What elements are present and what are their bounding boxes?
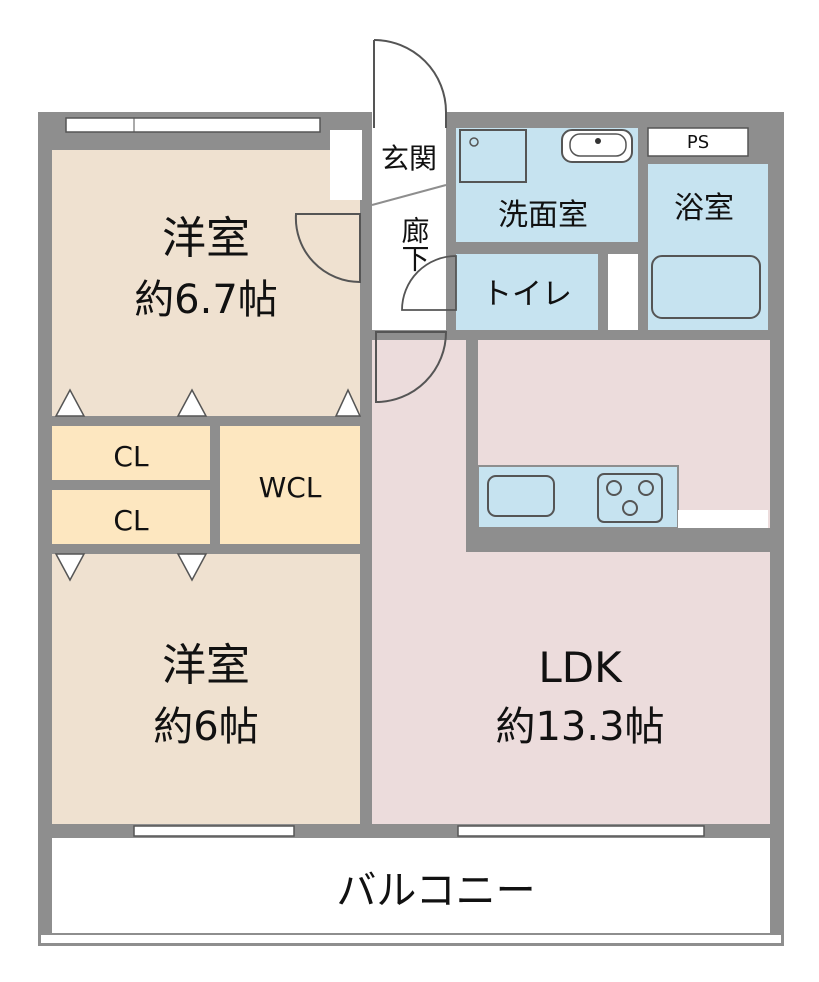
western-room-2-floor bbox=[52, 554, 360, 824]
burner-1 bbox=[606, 480, 622, 496]
window-bottom-left bbox=[133, 825, 295, 837]
walk-in-closet-floor bbox=[220, 426, 360, 544]
toilet-floor bbox=[456, 254, 598, 330]
ldk-floor bbox=[372, 340, 770, 824]
hallway-floor bbox=[372, 130, 446, 330]
western-room-2-size: 約6帖 bbox=[153, 704, 258, 750]
ps-label: PS bbox=[687, 132, 709, 153]
western-room-1-floor bbox=[52, 150, 360, 416]
kitchen-back bbox=[478, 528, 770, 552]
window-top bbox=[65, 117, 321, 133]
stove-top bbox=[597, 473, 663, 523]
door-opening bbox=[372, 40, 446, 130]
entrance-step bbox=[371, 184, 447, 206]
closet-2-label: CL bbox=[113, 504, 149, 537]
window-bottom-ldk bbox=[457, 825, 705, 837]
vanity-bowl bbox=[569, 133, 627, 157]
toilet-door-swing-icon bbox=[401, 255, 457, 311]
shoe-box bbox=[330, 130, 362, 200]
closet-2-floor bbox=[52, 490, 210, 544]
washing-machine bbox=[459, 129, 527, 183]
front-door-swing-icon bbox=[373, 39, 447, 128]
bathtub bbox=[651, 255, 761, 319]
kitchen-shelf bbox=[678, 510, 768, 528]
ldk-size: 約13.3帖 bbox=[495, 704, 664, 750]
balcony-area bbox=[52, 838, 770, 934]
western-room-1-size: 約6.7帖 bbox=[134, 277, 278, 323]
ps-box bbox=[647, 127, 749, 157]
sink-basin bbox=[487, 475, 555, 517]
balcony-label: バルコニー bbox=[336, 868, 535, 914]
entrance-label: 玄関 bbox=[381, 142, 437, 175]
washroom-label: 洗面室 bbox=[498, 198, 588, 233]
kitchen-wall bbox=[466, 340, 478, 552]
room-1-door-swing-icon bbox=[294, 213, 361, 284]
faucet-dot bbox=[595, 138, 601, 144]
burner-3 bbox=[622, 500, 638, 516]
bathroom-label: 浴室 bbox=[674, 191, 734, 226]
hallway-door-swing-icon bbox=[375, 331, 448, 404]
western-room-2-name: 洋室 bbox=[162, 640, 250, 691]
closet-1-label: CL bbox=[113, 440, 149, 473]
western-room-1-name: 洋室 bbox=[162, 213, 250, 264]
closet-door-icon bbox=[54, 388, 362, 582]
closet-1-floor bbox=[52, 426, 210, 480]
toilet-label: トイレ bbox=[482, 277, 572, 312]
drain-circle bbox=[469, 137, 479, 147]
walk-in-closet-label: WCL bbox=[259, 471, 322, 504]
burner-2 bbox=[638, 480, 654, 496]
hallway-label: 廊下 bbox=[398, 216, 431, 272]
toilet-closet bbox=[608, 254, 638, 330]
ldk-name: LDK bbox=[538, 643, 623, 692]
balcony-rail bbox=[39, 933, 783, 945]
